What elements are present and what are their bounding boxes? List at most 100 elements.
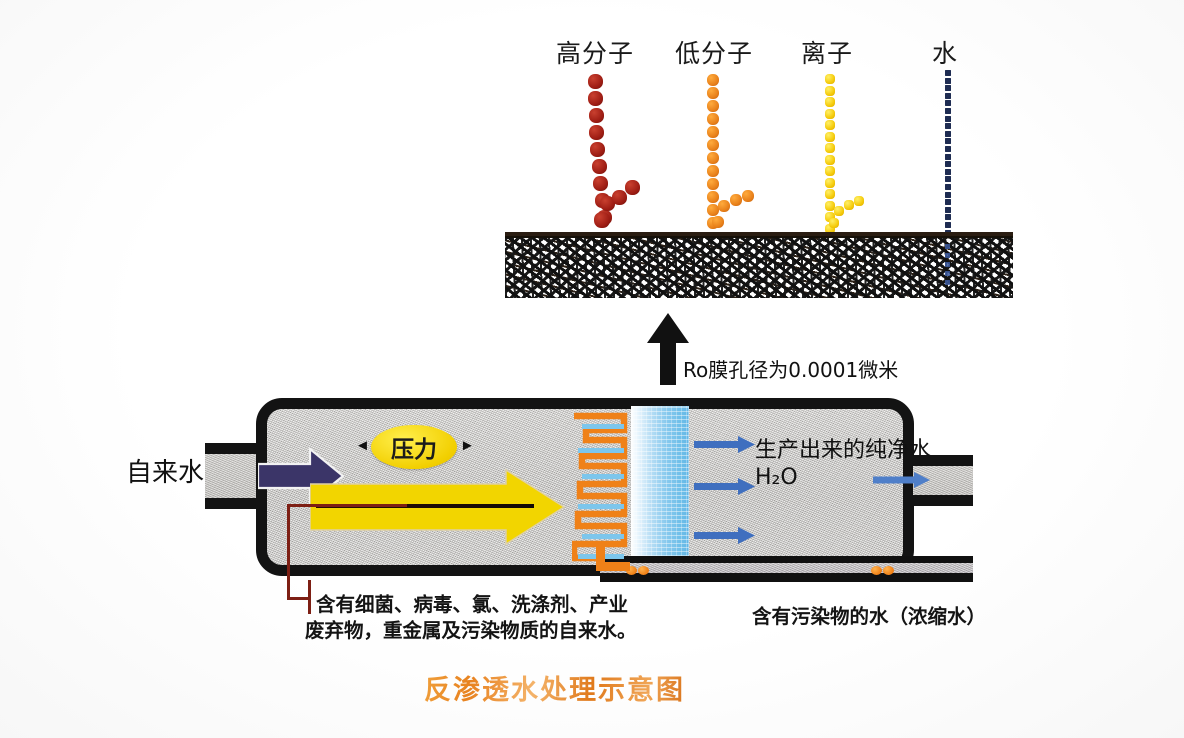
particle: [945, 191, 951, 198]
particle: [945, 253, 950, 258]
particle: [945, 153, 951, 160]
concentrate-particle: [871, 566, 882, 575]
particle-stream-ion: [0, 0, 1184, 300]
membrane-pointer-arrow: [647, 313, 689, 385]
permeate-label: 生产出来的纯净水: [755, 438, 932, 463]
particle: [707, 191, 719, 203]
water-streak: [582, 474, 624, 479]
particle: [945, 176, 951, 183]
particle: [825, 200, 835, 211]
particle: [945, 222, 951, 228]
particle: [825, 85, 835, 96]
particle: [594, 212, 610, 228]
pressure-arrow-right: ►: [460, 437, 475, 454]
particle: [825, 223, 835, 234]
particle: [707, 165, 719, 177]
particle: [612, 190, 627, 205]
membrane-water-band: [631, 406, 689, 568]
particle: [825, 177, 835, 188]
particle: [707, 152, 719, 164]
pressure-badge: 压力: [371, 425, 457, 469]
particle: [945, 199, 951, 206]
feed-leader-foot: [287, 597, 311, 600]
concentrate-riser-foot: [596, 562, 630, 571]
particle: [945, 100, 951, 107]
particle: [945, 130, 951, 137]
particle: [829, 218, 839, 228]
particle: [945, 92, 951, 99]
particle: [600, 196, 615, 211]
particle: [707, 113, 719, 125]
particle: [588, 108, 604, 123]
membrane-top-edge: [505, 232, 1013, 236]
label-ion: 离子: [801, 39, 854, 68]
rejected-solute-zone: [570, 410, 632, 568]
particle: [707, 87, 719, 99]
water-streak: [582, 424, 624, 429]
feed-water-label: 自来水: [126, 458, 205, 488]
particle: [945, 280, 950, 285]
particle: [825, 97, 835, 107]
particle: [945, 138, 951, 145]
label-small-molecule: 低分子: [675, 39, 754, 68]
feed-caption-line2: 废弃物，重金属及污染物质的自来水。: [305, 619, 637, 642]
concentrate-particle: [883, 566, 894, 575]
particle: [625, 180, 640, 195]
concentrate-particle: [626, 566, 637, 575]
pressure-arrow-left: ◄: [355, 437, 370, 454]
particle: [825, 166, 835, 176]
particle-stream-small-molecule: [0, 0, 1184, 300]
label-macromolecule: 高分子: [556, 39, 635, 68]
inlet-pipe-bottom-wall: [205, 498, 267, 509]
concentrate-caption: 含有污染物的水（浓缩水）: [752, 605, 987, 628]
label-water: 水: [932, 39, 959, 68]
particle: [945, 77, 951, 84]
permeate-formula: H₂O: [755, 465, 798, 490]
particle: [825, 143, 835, 153]
flow-centerline: [316, 504, 534, 508]
particle: [588, 91, 604, 106]
particle: [718, 200, 730, 212]
particle: [707, 139, 719, 151]
particle: [945, 123, 951, 130]
particle: [742, 190, 754, 202]
water-streak: [578, 504, 624, 509]
ro-membrane: [505, 236, 1013, 298]
outlet-flow-arrow: [873, 472, 930, 488]
particle: [590, 142, 606, 157]
particle: [945, 146, 951, 152]
particle: [825, 108, 835, 119]
particle: [945, 85, 951, 92]
particle: [945, 206, 951, 213]
water-streak: [582, 534, 624, 539]
feed-leader-vertical: [287, 504, 290, 600]
particle: [945, 168, 951, 175]
particle: [589, 125, 605, 140]
particle: [844, 200, 854, 210]
water-streak: [578, 448, 624, 453]
particle: [707, 74, 719, 86]
outlet-pipe-bottom-wall: [905, 495, 973, 506]
particle: [825, 212, 835, 222]
particle-stream-water-through-membrane: [0, 0, 1184, 330]
particle: [945, 262, 950, 267]
particle-stream-macromolecule: [0, 0, 1184, 300]
particle: [712, 216, 724, 228]
feed-leader-tick: [308, 580, 311, 614]
particle: [945, 184, 951, 190]
particle: [945, 115, 951, 122]
particle: [588, 74, 603, 89]
inlet-pipe-top-wall: [205, 443, 267, 454]
particle-stream-water: [0, 0, 1184, 300]
feed-caption-line1: 含有细菌、病毒、氯、洗涤剂、产业: [316, 593, 629, 616]
particle: [593, 176, 609, 191]
ro-pore-note: Ro膜孔径为0.0001微米: [683, 358, 899, 382]
permeate-arrow-2: [694, 478, 755, 495]
permeate-arrow-1: [694, 436, 755, 453]
particle: [945, 271, 950, 276]
outlet-pipe-top-wall: [905, 455, 973, 466]
feed-leader-horizontal: [287, 504, 407, 507]
particle: [945, 244, 950, 249]
rejected-solute-squiggles: [570, 412, 628, 562]
